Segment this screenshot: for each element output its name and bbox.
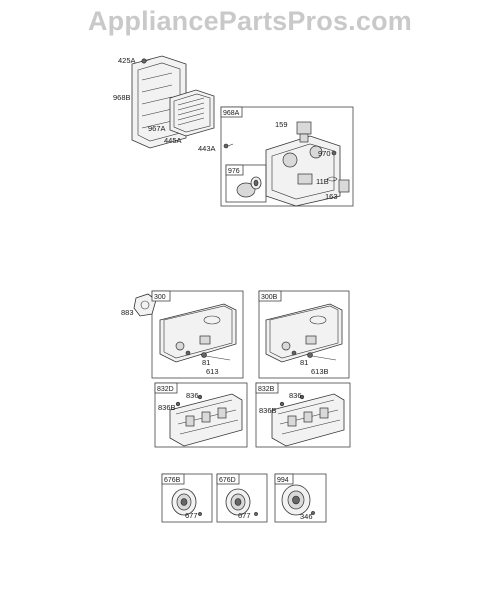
- label-967A: 967A: [148, 124, 166, 133]
- bracket-159[interactable]: [296, 121, 312, 143]
- label-968A: 968A: [223, 110, 240, 117]
- deflector-994-box: [274, 473, 327, 523]
- gasket-883[interactable]: [133, 293, 157, 317]
- deflector-994[interactable]: [281, 484, 311, 516]
- air-cleaner-base-box: [220, 106, 354, 207]
- label-676B: 676B: [164, 477, 181, 484]
- label-976: 976: [228, 168, 240, 175]
- label-81-a: 81: [202, 358, 210, 367]
- label-81-b: 81: [300, 358, 308, 367]
- clip-11B[interactable]: [326, 176, 338, 182]
- breather-976[interactable]: [236, 176, 262, 198]
- label-836-b: 836: [289, 391, 302, 400]
- deflector-676D-box: [216, 473, 268, 523]
- label-968B: 968B: [113, 93, 131, 102]
- label-836-a: 836: [186, 391, 199, 400]
- air-cleaner-cover-group: [131, 55, 234, 149]
- label-677-b: 677: [238, 511, 251, 520]
- label-613B: 613B: [311, 367, 329, 376]
- label-970: 970: [318, 149, 331, 158]
- deflector-676B-box: [161, 473, 213, 523]
- label-613: 613: [206, 367, 219, 376]
- label-443A: 443A: [198, 144, 216, 153]
- deflector-676D[interactable]: [225, 488, 251, 516]
- muffler-300[interactable]: [159, 303, 237, 363]
- guard-832D-box: [154, 382, 248, 448]
- label-836B-a: 836B: [158, 403, 176, 412]
- label-677-a: 677: [185, 511, 198, 520]
- label-11B: 11B: [316, 177, 329, 186]
- label-883: 883: [121, 308, 134, 317]
- part-163[interactable]: [338, 179, 350, 193]
- label-163: 163: [325, 192, 338, 201]
- label-300: 300: [154, 294, 166, 301]
- screw-425A[interactable]: [141, 58, 152, 64]
- label-346: 346: [300, 512, 313, 521]
- label-832B: 832B: [258, 386, 275, 393]
- label-425A: 425A: [118, 56, 136, 65]
- muffler-300-box: [151, 290, 244, 379]
- label-994: 994: [277, 477, 289, 484]
- label-300B: 300B: [261, 294, 278, 301]
- muffler-300B[interactable]: [265, 303, 343, 363]
- guard-832B-box: [255, 382, 351, 448]
- label-676D: 676D: [219, 477, 236, 484]
- label-159: 159: [275, 120, 288, 129]
- screw-970[interactable]: [331, 150, 337, 156]
- muffler-300B-box: [258, 290, 350, 379]
- screw-443A[interactable]: [223, 143, 234, 149]
- label-445A: 445A: [164, 136, 182, 145]
- deflector-676B[interactable]: [171, 488, 197, 516]
- label-836B-b: 836B: [259, 406, 277, 415]
- watermark: AppliancePartsPros.com: [87, 6, 412, 36]
- label-832D: 832D: [157, 386, 174, 393]
